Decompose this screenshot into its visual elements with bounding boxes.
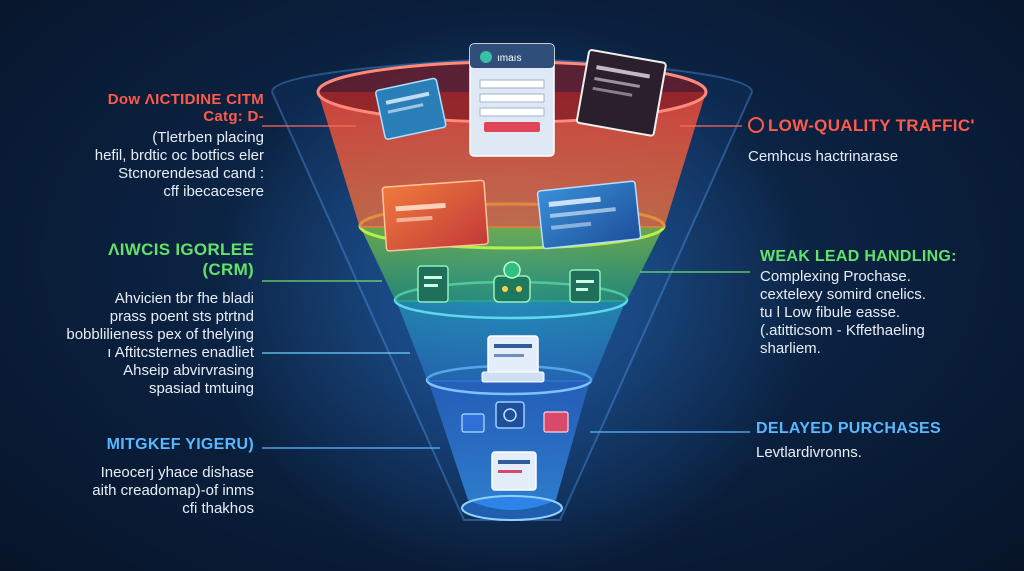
right-bottom-body: Levtlardivronns.	[756, 444, 941, 462]
right-top-title-text: LOW-QUALITY TRAFFIC'	[768, 116, 975, 135]
left-bottom-body: Ineocerj yhace dishase aith creadomap)-o…	[92, 464, 254, 518]
target-icon	[495, 401, 525, 429]
left-top-title-1: Dow ΛICTIDINE CITM	[107, 91, 264, 108]
robot-icon	[493, 261, 531, 303]
left-top-body: (Tletrben placing hefil, brdtic oc botfi…	[95, 129, 264, 201]
stage1-card-left	[375, 77, 447, 140]
left-top-label: Dow ΛICTIDINE CITM Catg: D- (Tletrben pl…	[95, 92, 264, 201]
left-middle-body-line: bobblilieness pex of thelying	[66, 326, 254, 343]
document-icon	[417, 265, 449, 303]
warning-icon	[748, 117, 764, 133]
right-bottom-body-line: Levtlardivronns.	[756, 444, 862, 461]
login-form-card: ımaıs	[469, 43, 555, 157]
cart-icon	[543, 411, 569, 433]
left-bottom-label: MITGKEF YIGERU) Ineocerj yhace dishase a…	[92, 436, 254, 518]
left-middle-body-line: Ahvicien tbr fhe bladi	[114, 290, 254, 307]
stage1-card-right	[576, 49, 667, 137]
right-middle-body-line: (.atitticsom - Kffethaeling	[760, 322, 925, 339]
left-top-body-line: hefil, brdtic oc botfics eler	[94, 147, 264, 164]
left-middle-body: Ahvicien tbr fhe bladi prass poent sts p…	[66, 290, 254, 398]
chat-icon	[569, 269, 601, 303]
left-top-body-line: cff ibecacesere	[163, 183, 264, 200]
left-middle-title-2: (CRM)	[202, 260, 254, 279]
stage1-card-bottom-right	[536, 180, 642, 250]
right-middle-body-line: cextelexy somird cnelics.	[760, 286, 926, 303]
left-middle-body-line: spasiad tmtuing	[148, 380, 254, 397]
funnel-base	[461, 495, 563, 521]
left-middle-body-line: ı Aftitcsternes enadliet	[107, 344, 254, 361]
left-middle-title-1: ΛIWCIS IGORLEE	[108, 240, 254, 259]
left-middle-label: ΛIWCIS IGORLEE (CRM) Ahvicien tbr fhe bl…	[66, 240, 254, 398]
left-middle-body-line: Ahseip abvirvrasing	[123, 362, 254, 379]
left-bottom-body-line: aith creadomap)-of inms	[92, 482, 254, 499]
right-bottom-title: DELAYED PURCHASES	[756, 420, 941, 437]
stage4-screen-card	[491, 451, 537, 491]
left-middle-body-line: prass poent sts ptrtnd	[109, 308, 254, 325]
right-middle-body-line: tu l Low fibule easse.	[760, 304, 901, 321]
left-top-title-2: Catg: D-	[203, 108, 264, 125]
left-bottom-body-line: Ineocerj yhace dishase	[100, 464, 254, 481]
left-top-body-line: Stcnorendesad cand :	[118, 165, 264, 182]
right-middle-title: WEAK LEAD HANDLING:	[760, 248, 957, 265]
right-bottom-label: DELAYED PURCHASES Levtlardivronns.	[756, 420, 941, 462]
right-middle-body-line: sharliem.	[760, 340, 821, 357]
stage4-card-left	[461, 413, 485, 433]
left-bottom-title: MITGKEF YIGERU)	[106, 436, 254, 453]
right-middle-body-line: Complexing Prochase.	[760, 268, 911, 285]
right-middle-label: WEAK LEAD HANDLING: Complexing Prochase.…	[760, 248, 957, 358]
left-top-body-line: (Tletrben placing	[152, 129, 264, 146]
right-top-body: Cemhcus hactrinarase	[748, 148, 975, 166]
left-bottom-body-line: cfi thakhos	[182, 500, 254, 517]
right-middle-body: Complexing Prochase. cextelexy somird cn…	[760, 268, 957, 358]
login-card-header: ımaıs	[497, 53, 521, 64]
right-top-body-line: Cemhcus hactrinarase	[748, 148, 899, 165]
right-top-label: LOW-QUALITY TRAFFIC' Cemhcus hactrinaras…	[748, 116, 975, 166]
right-top-title: LOW-QUALITY TRAFFIC'	[748, 116, 975, 136]
monitor-icon	[481, 335, 545, 383]
stage1-card-bottom-left	[381, 179, 489, 252]
